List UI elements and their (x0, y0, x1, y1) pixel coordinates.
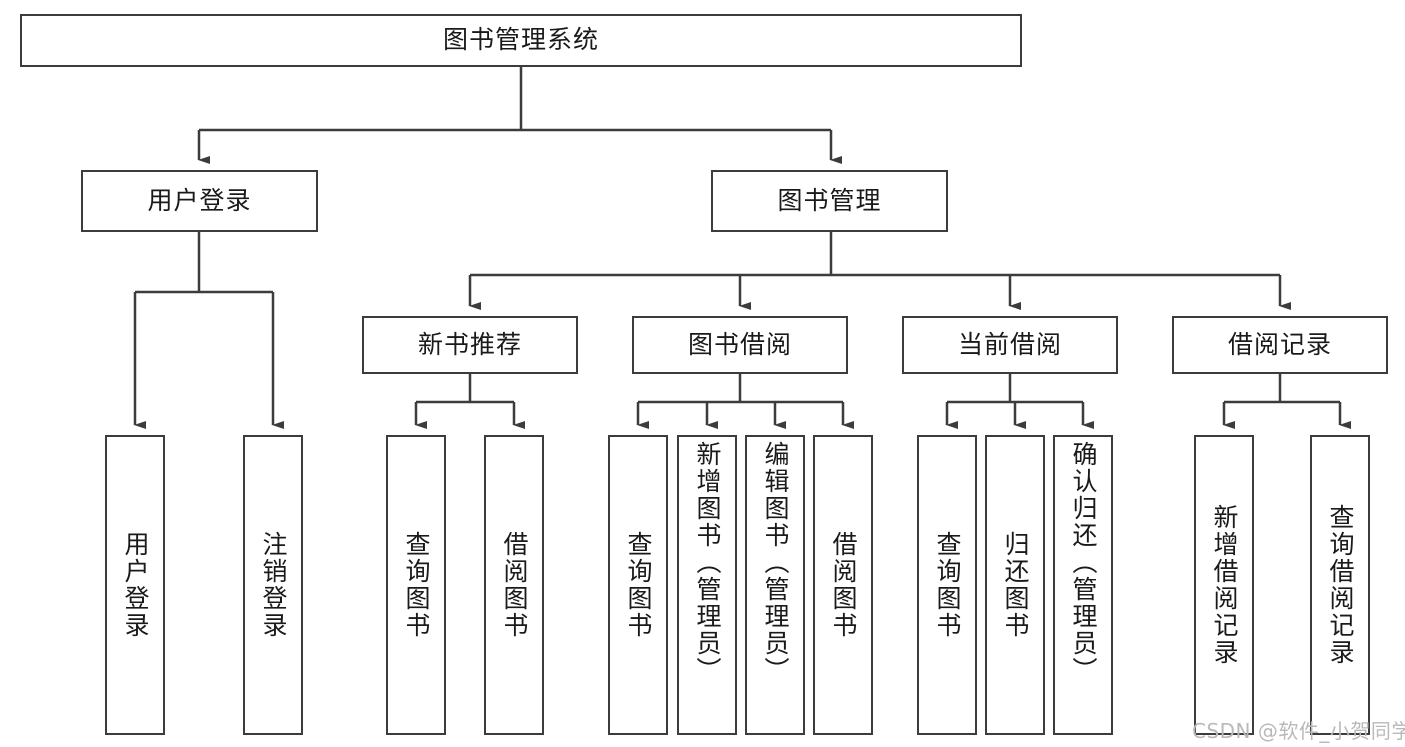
node-leaf-logout[interactable]: 注销登录 (243, 435, 303, 735)
node-leaf-logout-label: 注销登录 (259, 531, 288, 639)
node-leaf-add-book[interactable]: 新增图书（管理员） (677, 435, 737, 735)
node-book-borrow[interactable]: 图书借阅 (632, 316, 848, 374)
node-leaf-borrow-book-2[interactable]: 借阅图书 (813, 435, 873, 735)
node-leaf-query-book-2-label: 查询图书 (624, 531, 653, 639)
node-user-login[interactable]: 用户登录 (81, 170, 318, 232)
node-leaf-add-record[interactable]: 新增借阅记录 (1194, 435, 1254, 735)
node-current-borrow[interactable]: 当前借阅 (902, 316, 1118, 374)
node-leaf-query-record-label: 查询借阅记录 (1326, 504, 1355, 666)
node-root-label: 图书管理系统 (442, 25, 599, 55)
node-book-management[interactable]: 图书管理 (711, 170, 948, 232)
node-root[interactable]: 图书管理系统 (20, 14, 1022, 67)
node-leaf-query-record[interactable]: 查询借阅记录 (1310, 435, 1370, 735)
node-user-login-label: 用户登录 (147, 185, 252, 215)
node-new-book-recommend[interactable]: 新书推荐 (362, 316, 578, 374)
node-leaf-confirm-return[interactable]: 确认归还（管理员） (1053, 435, 1113, 735)
node-leaf-add-book-label: 新增图书（管理员） (693, 441, 722, 684)
node-book-borrow-label: 图书借阅 (687, 329, 792, 359)
node-leaf-user-login[interactable]: 用户登录 (105, 435, 165, 735)
node-new-book-recommend-label: 新书推荐 (417, 329, 522, 359)
node-leaf-confirm-return-label: 确认归还（管理员） (1069, 441, 1098, 684)
node-leaf-edit-book-label: 编辑图书（管理员） (761, 441, 790, 684)
node-leaf-borrow-book-1[interactable]: 借阅图书 (484, 435, 544, 735)
node-leaf-edit-book[interactable]: 编辑图书（管理员） (745, 435, 805, 735)
node-leaf-return-book[interactable]: 归还图书 (985, 435, 1045, 735)
node-leaf-user-login-label: 用户登录 (121, 531, 150, 639)
csdn-watermark: CSDN @软件_小贺同学 (1192, 719, 1405, 743)
node-current-borrow-label: 当前借阅 (957, 329, 1062, 359)
node-leaf-query-book-2[interactable]: 查询图书 (608, 435, 668, 735)
node-leaf-borrow-book-2-label: 借阅图书 (829, 531, 858, 639)
node-leaf-borrow-book-1-label: 借阅图书 (500, 531, 529, 639)
node-leaf-query-book-3-label: 查询图书 (933, 531, 962, 639)
node-book-management-label: 图书管理 (777, 185, 882, 215)
node-borrow-records[interactable]: 借阅记录 (1172, 316, 1388, 374)
node-borrow-records-label: 借阅记录 (1227, 329, 1332, 359)
node-leaf-query-book-3[interactable]: 查询图书 (917, 435, 977, 735)
node-leaf-query-book-1-label: 查询图书 (402, 531, 431, 639)
node-leaf-return-book-label: 归还图书 (1001, 531, 1030, 639)
node-leaf-query-book-1[interactable]: 查询图书 (386, 435, 446, 735)
node-leaf-add-record-label: 新增借阅记录 (1210, 504, 1239, 666)
